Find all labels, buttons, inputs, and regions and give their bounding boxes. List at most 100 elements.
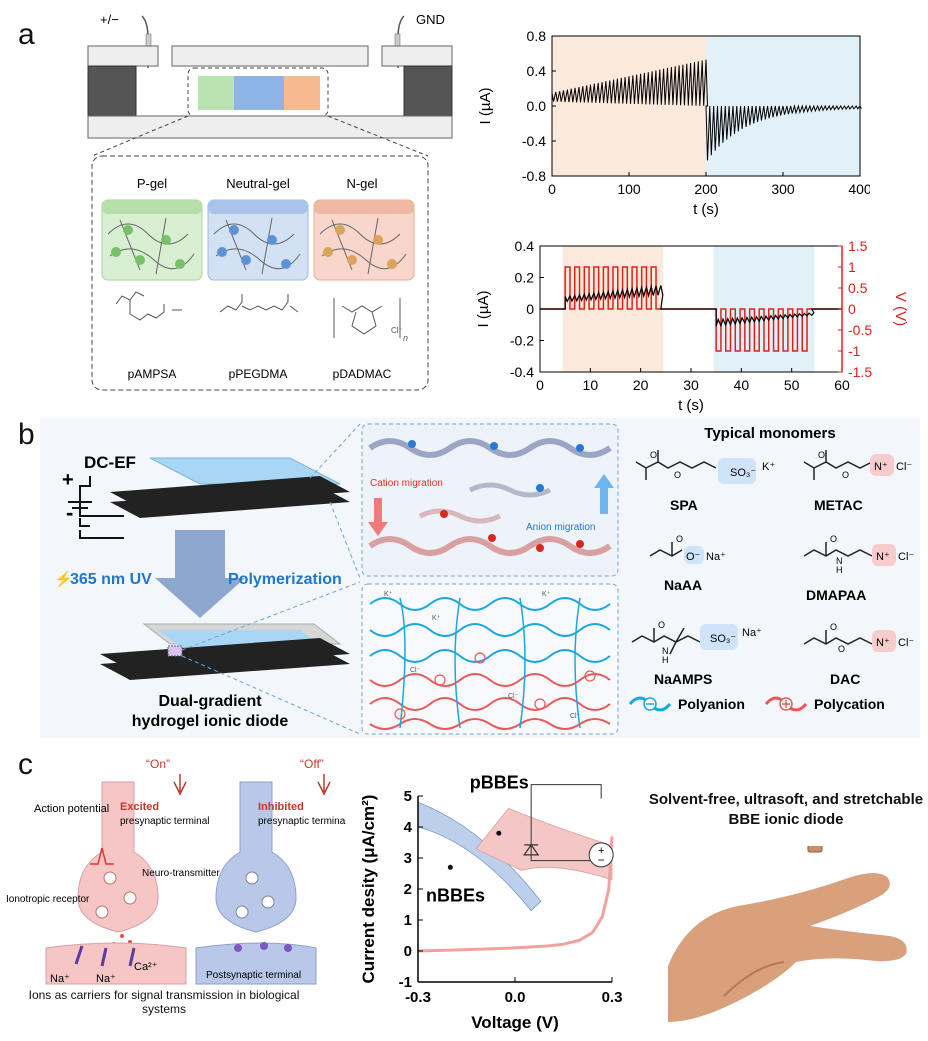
process-arrow — [155, 530, 245, 618]
panel-label-c: c — [18, 748, 33, 781]
network-box — [361, 583, 619, 735]
chart1-region-0 — [552, 36, 706, 176]
chart2-y2tick-label: 0 — [848, 301, 856, 317]
chart1-ytick-label: -0.8 — [522, 168, 546, 184]
gel-title-n: N-gel — [346, 176, 377, 191]
polycation-label: Polycation — [814, 696, 885, 712]
diode-title: Solvent-free, ultrasoft, and stretchable… — [648, 791, 924, 828]
synapse-caption: Ions as carriers for signal transmission… — [28, 988, 300, 1016]
inhibited-label: Inhibited — [258, 801, 304, 813]
top-plate-right — [381, 45, 453, 67]
na-ion-1: Na⁺ — [50, 973, 70, 985]
monomer-dmapaa: DMAPAA — [806, 587, 866, 603]
monomers-title: Typical monomers — [704, 425, 835, 442]
chart2-ylabel: I (µA) — [475, 291, 492, 328]
chart2-current-series — [540, 284, 842, 328]
naamps-nitrogen: N — [662, 646, 669, 656]
chart3-ytick-label: 3 — [404, 850, 412, 867]
dmapaa-hydrogen: H — [836, 565, 843, 575]
chart2-y2tick-label: 1 — [848, 259, 856, 275]
structure-pdadmac-subscript: n — [403, 333, 408, 343]
chart3-ytick-label: 5 — [404, 788, 412, 805]
source-symbol-icon — [588, 842, 614, 868]
diode-title-line2: hydrogel ionic diode — [132, 713, 289, 730]
gel-cube-p — [101, 199, 203, 281]
spa-oxygen-carbonyl: O — [650, 450, 657, 460]
spa-ion: K⁺ — [762, 461, 775, 473]
panel-b: DC-EF + - ⚡ 365 nm UV Polymerization Dua… — [40, 418, 920, 738]
naamps-ion: Na⁺ — [742, 627, 762, 639]
postsynaptic-label: Postsynaptic terminal — [206, 970, 301, 981]
naamps-charge: SO₃⁻ — [710, 633, 736, 645]
dac-oxygen-carbonyl: O — [830, 622, 837, 632]
gel-cube-n — [313, 199, 415, 281]
off-arrow-icon — [317, 774, 331, 796]
metac-ion: Cl⁻ — [896, 461, 912, 473]
diode-title-line1: Dual-gradient — [158, 693, 262, 710]
diode-symbol-icon — [523, 843, 540, 856]
chart3-xtick-label: 0.3 — [602, 989, 623, 1006]
monomer-structure-metac — [803, 450, 873, 480]
structure-ppegdma — [219, 294, 299, 313]
chart1-ylabel: I (µA) — [477, 88, 494, 125]
postsynaptic-inhibited — [195, 942, 317, 985]
nbbes-label: nBBEs — [426, 885, 485, 905]
polyanion-label: Polyanion — [678, 696, 745, 712]
monomer-structure-dac — [803, 630, 873, 645]
ca-ion: Ca²⁺ — [134, 961, 158, 973]
synapse-diagram: “On” “Off” Action potential Excited pres… — [6, 757, 346, 985]
dac-charge: N⁺ — [876, 637, 890, 649]
plate-stack-bottom — [100, 623, 350, 680]
chart1-series — [551, 59, 862, 161]
chart2-y2tick-label: 1.5 — [848, 238, 868, 254]
excited-terminal-label: presynaptic terminal — [120, 816, 209, 827]
dmapaa-charge: N⁺ — [876, 551, 890, 563]
minus-sign: - — [66, 500, 73, 525]
monomer-naaa: NaAA — [664, 577, 702, 593]
metac-charge: N⁺ — [874, 461, 888, 473]
nbbe-band — [417, 801, 542, 912]
chart3-ytick-label: 2 — [404, 881, 412, 898]
naamps-oxygen: O — [658, 620, 665, 630]
naaa-oxygen: O — [676, 534, 683, 544]
bottom-plate — [87, 115, 453, 139]
naamps-hydrogen: H — [662, 655, 669, 665]
chart2-ytick-label: 0 — [526, 301, 534, 317]
gel-title-neutral: Neutral-gel — [226, 176, 290, 191]
migration-box — [361, 423, 619, 577]
chart2-xtick-label: 60 — [834, 377, 850, 393]
uv-label: 365 nm UV — [70, 571, 152, 588]
chart2-ytick-label: -0.2 — [510, 333, 534, 349]
monomer-structure-naamps — [631, 627, 701, 655]
metac-oxygen-ester: O — [842, 470, 849, 480]
network-k-ion: K⁺ — [384, 591, 393, 598]
dmapaa-oxygen: O — [830, 534, 837, 544]
pbbes-pointer — [496, 830, 502, 836]
cation-migration-label: Cation migration — [370, 478, 443, 489]
action-potential-text: Action potential — [34, 803, 109, 815]
chart2-y2label: V (V) — [892, 292, 909, 326]
action-potential-spike — [90, 847, 114, 865]
top-plate-center — [171, 45, 369, 67]
naaa-ion: Na⁺ — [706, 551, 726, 563]
chart3-xlabel: Voltage (V) — [471, 1013, 559, 1032]
chart2-xtick-label: 20 — [633, 377, 649, 393]
anion-migration-label: Anion migration — [526, 522, 595, 533]
chart2-xtick-label: 10 — [583, 377, 599, 393]
chart3-ylabel: Current desity (μA/cm²) — [359, 795, 378, 984]
metac-oxygen-carbonyl: O — [818, 450, 825, 460]
chart1-ytick-label: 0.4 — [527, 63, 547, 79]
spa-oxygen-ester: O — [674, 470, 681, 480]
on-arrow-icon — [173, 774, 187, 796]
chart1-ytick-label: 0.8 — [527, 28, 547, 44]
panel-label-b: b — [18, 418, 35, 451]
chart2-ytick-label: 0.2 — [515, 270, 535, 286]
chart2-ytick-label: 0.4 — [515, 238, 535, 254]
source-minus: − — [598, 853, 605, 867]
hand-photo — [668, 846, 907, 1022]
action-potential-label: Action potential — [34, 803, 109, 815]
chart1-xlabel: t (s) — [693, 201, 719, 218]
receptor-icons — [74, 945, 136, 967]
monomer-pampsa: pAMPSA — [128, 367, 177, 381]
inhibited-presynaptic — [215, 781, 297, 933]
